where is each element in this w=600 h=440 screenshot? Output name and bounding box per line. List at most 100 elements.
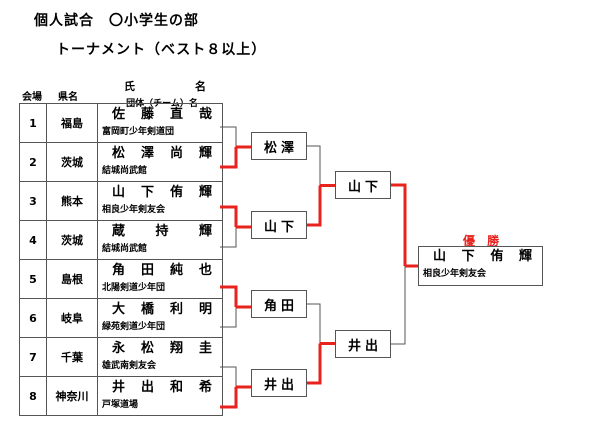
entrant-name-char: 田 [140,263,154,278]
winner-team: 相良少年剣友会 [423,269,487,279]
entrant-name-char: 澤 [140,146,154,161]
entrant-team: 結城尚武館 [102,244,148,254]
entrant-name-char: 下 [140,185,154,200]
entrant-name-char: 松 [112,146,126,161]
column-header-venue: 会場 [22,92,42,103]
entrant-name-char: 橋 [140,302,154,317]
round1-box-char: 松 [264,140,278,156]
entrant-name-char: 山 [112,185,126,200]
entrant-venue-number: 8 [19,376,47,416]
round1-box: 井出 [251,369,307,397]
entrant-name: 大橋利明 [98,302,222,318]
round1-box-char: 下 [280,219,294,235]
entrant-name-cell: 井出和希戸塚道場 [97,376,223,416]
winner-name-char: 輝 [518,249,532,264]
round1-box: 角田 [251,290,307,318]
entrant-prefecture: 島根 [46,259,98,299]
entrant-name-char: 輝 [198,185,212,200]
entrant-prefecture: 岐阜 [46,298,98,338]
bracket-line [220,307,237,328]
bracket-line [307,303,321,344]
winner-path [220,205,238,227]
entrant-venue-number: 7 [19,337,47,377]
entrant-name-char: 井 [112,380,126,395]
entrant-name-char: 純 [169,263,183,278]
entrant-team: 相良少年剣友会 [102,205,166,215]
winner-box: 山下侑輝 相良少年剣友会 [418,246,543,286]
entrant-venue-number: 4 [19,220,47,260]
winner-name-char: 山 [433,249,447,264]
entrant-name-cell: 松澤尚輝結城尚武館 [97,142,223,182]
round2-box: 山下 [335,171,391,199]
column-header-name-char: 名 [195,80,206,93]
winner-name-char: 下 [461,249,475,264]
entrant-name-char: 出 [140,380,154,395]
round2-box-char: 山 [348,179,362,195]
entrant-name-char: 和 [169,380,183,395]
page-subtitle: トーナメント（ベスト８以上） [56,42,267,58]
winner-name: 山下侑輝 [419,247,542,265]
entrant-name-char: 尚 [169,146,183,161]
entrant-name-char: 角 [112,263,126,278]
entrant-name-char: 輝 [198,224,212,239]
entrant-name: 永松翔圭 [98,341,222,357]
entrant-name-char: 藤 [140,107,154,122]
entrant-team: 富岡町少年剣道団 [102,127,175,137]
entrant-team: 緑苑剣道少年団 [102,322,166,332]
winner-label: 優 勝 [463,234,504,248]
page-title: 個人試合 〇小学生の部 [34,13,199,29]
entrant-name: 角田純也 [98,263,222,279]
column-header-name-char: 氏 [124,80,135,93]
winner-path [220,147,238,169]
round1-box-char: 山 [264,219,278,235]
bracket-line [220,227,237,248]
round1-box-char: 井 [264,377,278,393]
winner-path [391,183,407,266]
entrant-team: 雄武南剣友会 [102,361,157,371]
round1-box-char: 澤 [280,140,294,156]
entrant-prefecture: 茨城 [46,220,98,260]
entrant-name-char: 希 [198,380,212,395]
entrant-name-cell: 大橋利明緑苑剣道少年団 [97,298,223,338]
entrant-name-char: 持 [155,224,169,239]
bracket-line [220,366,237,387]
round2-box-char: 井 [348,338,362,354]
winner-path [220,285,238,307]
entrant-name-char: 大 [112,302,126,317]
round2-box: 井出 [335,330,391,358]
entrant-venue-number: 2 [19,142,47,182]
entrant-name-char: 也 [198,263,212,278]
entrant-name-char: 直 [169,107,183,122]
entrant-name-char: 佐 [112,107,126,122]
entrant-name-char: 利 [169,302,183,317]
entrant-venue-number: 6 [19,298,47,338]
entrant-team: 結城尚武館 [102,166,148,176]
entrant-name-cell: 蔵 持 輝結城尚武館 [97,220,223,260]
round1-box: 山下 [251,211,307,239]
entrant-name-cell: 永松翔圭雄武南剣友会 [97,337,223,377]
winner-path [307,185,322,227]
entrant-name-char: 蔵 [112,224,126,239]
entrant-name-char: 翔 [169,341,183,356]
entrant-name: 山下侑輝 [98,185,222,201]
round2-box-char: 出 [364,338,378,354]
entrant-prefecture: 熊本 [46,181,98,221]
round1-box-char: 田 [280,298,294,314]
winner-name-char: 侑 [490,249,504,264]
entrant-name-char: 永 [112,341,126,356]
round2-box-char: 下 [364,179,378,195]
entrant-name-char: 侑 [169,185,183,200]
bracket-line [391,266,406,345]
round1-box: 松澤 [251,132,307,160]
bracket-line [220,126,237,147]
bracket-line [307,145,321,186]
entrant-name: 井出和希 [98,380,222,396]
entrant-name-char: 輝 [198,146,212,161]
